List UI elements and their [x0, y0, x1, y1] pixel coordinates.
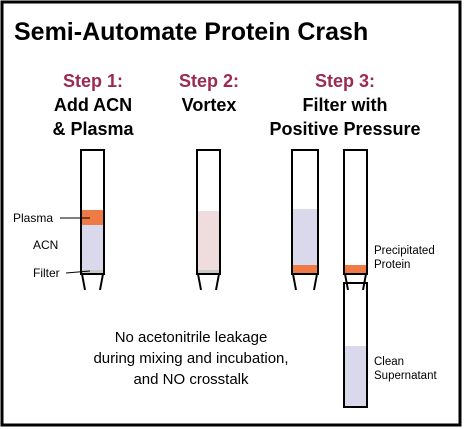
note-line3: and NO crosstalk [133, 371, 249, 388]
filter-leader-line [65, 270, 91, 274]
note-line2: during mixing and incubation, [93, 350, 288, 367]
step-3-line2: Positive Pressure [269, 119, 420, 139]
tube-tip-right [215, 273, 220, 291]
step-2-line1: Vortex [182, 95, 237, 115]
tube-tip-right [313, 273, 318, 291]
tube-body [196, 149, 221, 275]
clean-label-line1: Clean [374, 356, 404, 368]
precipitate-layer [345, 265, 366, 273]
step-3-callouts: Precipitated Protein Clean Supernatant [374, 245, 437, 382]
acn-label: ACN [33, 238, 58, 252]
step-3-collection-tube [343, 149, 368, 408]
tube-tip-right [99, 273, 104, 291]
tube-body [291, 149, 319, 275]
tube-tip-left [292, 273, 297, 291]
filter-layer [198, 270, 219, 273]
step-3-heading: Step 3: Filter with Positive Pressure [269, 71, 420, 139]
acn-layer [82, 225, 103, 273]
plasma-layer [82, 210, 103, 225]
step-1-line1: Add ACN [54, 95, 132, 115]
clean-label-line2: Supernatant [374, 370, 437, 382]
diagram-title: Semi-Automate Protein Crash [14, 18, 368, 46]
filter-tube-body [343, 149, 368, 275]
step-2-number: Step 2: [179, 71, 239, 91]
precipitated-label-line1: Precipitated [374, 245, 435, 257]
tube-tip-left [197, 273, 202, 291]
step-3-line1: Filter with [303, 95, 388, 115]
note-text: No acetonitrile leakage during mixing an… [93, 329, 288, 388]
step-3-filter-tube [291, 149, 319, 291]
step-2-tube [196, 149, 221, 291]
step-1-tube [80, 149, 105, 291]
mixed-sample-layer [198, 211, 219, 273]
step-1-number: Step 1: [63, 71, 123, 91]
step-3-number: Step 3: [315, 71, 375, 91]
collection-well-body [343, 282, 368, 408]
note-line1: No acetonitrile leakage [115, 329, 268, 346]
step-1-line2: & Plasma [52, 119, 134, 139]
tube-tip-left [81, 273, 86, 291]
filter-layer [82, 270, 103, 273]
supernatant-layer [345, 346, 366, 406]
tube-body [80, 149, 105, 275]
precipitate-layer [293, 265, 317, 273]
step-1-callouts: Plasma ACN Filter [13, 211, 91, 280]
step-1-heading: Step 1: Add ACN & Plasma [52, 71, 134, 139]
filter-label: Filter [33, 266, 60, 280]
plasma-label: Plasma [13, 211, 53, 225]
step-2-heading: Step 2: Vortex [179, 71, 239, 115]
remaining-solution-layer [293, 209, 317, 266]
precipitated-label-line2: Protein [374, 259, 410, 271]
